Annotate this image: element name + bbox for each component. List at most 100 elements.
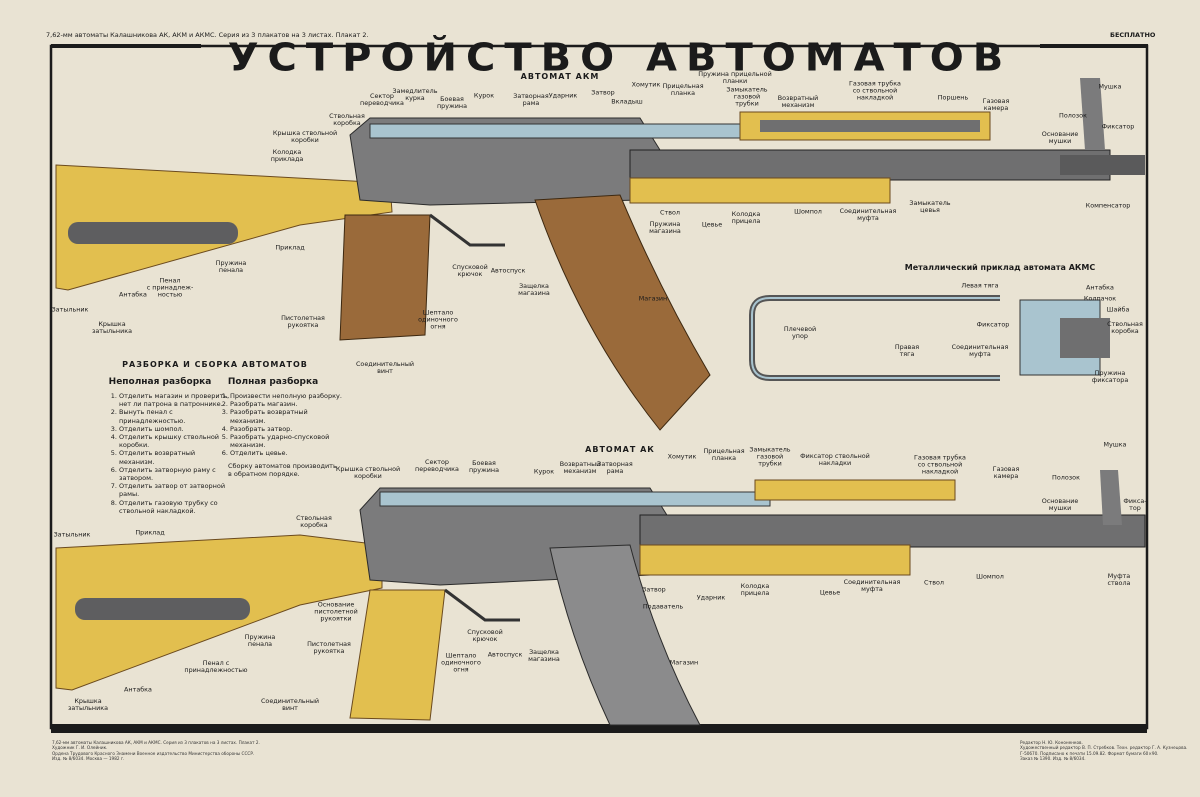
disassembly-step: Разобрать затвор.	[230, 425, 342, 433]
akm-part-label: Прицельная планка	[662, 82, 704, 97]
akm-part-label: Колодка прицела	[731, 210, 761, 225]
akm-return-spring	[369, 123, 771, 139]
ak-part-label: Хомутик	[667, 452, 697, 461]
akm-part-label: Замыкатель газовой трубки	[726, 85, 768, 108]
akm-rifle	[55, 78, 1145, 431]
akm-part-label: Ствольная коробка	[329, 112, 365, 127]
ak-gas-tube	[754, 479, 956, 501]
disassembly-step: Разобрать ударно-спусковой механизм.	[230, 433, 342, 449]
ak-part-label: Боевая пружина	[468, 459, 500, 474]
ak-part-label: Антабка	[124, 685, 152, 694]
ak-part-label: Затыльник	[53, 530, 91, 539]
akm-part-label: Затыльник	[51, 305, 89, 314]
akm-part-label: Соединительная муфта	[839, 207, 897, 222]
akm-part-label: Крышка затыльника	[91, 320, 133, 335]
ak-pistol-grip	[349, 589, 446, 721]
ak-part-label: Соединительная муфта	[843, 578, 901, 593]
disassembly-step: Произвести неполную разборку.	[230, 392, 342, 400]
disassembly-step: Отделить цевье.	[230, 449, 342, 457]
disassembly-step: Разобрать возвратный механизм.	[230, 408, 342, 424]
ak-part-label: Спусковой крючок	[467, 628, 503, 643]
ak-rifle	[55, 470, 1146, 726]
akm-part-label: Спусковой крючок	[452, 263, 488, 278]
ak-part-label: Затворная рама	[597, 460, 633, 475]
akm-part-label: Колодка приклада	[270, 148, 304, 163]
akms-part-label: Фиксатор	[976, 320, 1010, 329]
akm-part-label: Антабка	[119, 290, 147, 299]
akm-part-label: Соединительный винт	[355, 360, 415, 375]
akm-handguard	[629, 177, 891, 204]
ak-part-label: Курок	[533, 467, 555, 476]
akms-part-label: Антабка	[1086, 283, 1114, 292]
ak-part-label: Мушка	[1103, 440, 1127, 449]
ak-part-label: Крышка ствольной коробки	[335, 465, 401, 480]
akm-part-label: Газовая трубка со ствольной накладкой	[849, 79, 901, 102]
ak-part-label: Основание пистолетной рукоятки	[314, 600, 358, 623]
disassembly-step: Отделить магазин и проверить, нет ли пат…	[119, 392, 231, 408]
akms-part-label: Шайба	[1106, 305, 1130, 314]
disassembly-step: Разобрать магазин.	[230, 400, 342, 408]
full-disassembly-steps: Произвести неполную разборку.Разобрать м…	[216, 392, 342, 458]
akms-part-label: Пружина фиксатора	[1091, 369, 1129, 384]
ak-part-label: Соединительный винт	[260, 697, 320, 712]
ak-part-label: Муфта ствола	[1107, 572, 1131, 587]
ak-part-label: Прицельная планка	[703, 447, 745, 462]
akm-part-label: Автоспуск	[490, 266, 526, 275]
akm-part-label: Шомпол	[794, 207, 822, 216]
akm-part-label: Защелка магазина	[518, 282, 550, 297]
akm-trigger-guard	[429, 213, 505, 247]
akm-part-label: Замедлитель курка	[392, 87, 438, 102]
akm-part-label: Основание мушки	[1041, 130, 1079, 145]
akm-part-label: Цевье	[701, 220, 723, 229]
footer-left: 7,62-мм автоматы Калашникова АК, АКМ и А…	[52, 740, 260, 762]
akm-part-label: Мушка	[1098, 82, 1122, 91]
akm-part-label: Крышка ствольной коробки	[272, 129, 338, 144]
ak-part-label: Цевье	[819, 588, 841, 597]
akms-part-label: Правая тяга	[894, 343, 920, 358]
ak-part-label: Сектор переводчика	[415, 458, 459, 473]
ak-part-label: Фиксатор ствольной накладки	[800, 452, 870, 467]
ak-part-label: Крышка затыльника	[67, 697, 109, 712]
ak-part-label: Колодка прицела	[740, 582, 770, 597]
disassembly-step: Отделить газовую трубку со ствольной нак…	[119, 499, 231, 515]
akm-part-label: Хомутик	[631, 80, 661, 89]
ak-part-label: Возвратный механизм	[559, 460, 601, 475]
disassembly-step: Отделить шомпол.	[119, 425, 231, 433]
akms-part-label: Соединительная муфта	[951, 343, 1009, 358]
akms-part-label: Колпачок	[1083, 294, 1117, 303]
akm-oil-bottle	[68, 222, 238, 244]
ak-part-label: Пружина пенала	[244, 633, 276, 648]
ak-part-label: Автоспуск	[487, 650, 523, 659]
ak-part-label: Защелка магазина	[528, 648, 560, 663]
akm-front-sight	[1080, 78, 1105, 150]
akm-part-label: Пружина магазина	[649, 220, 681, 235]
disassembly-step: Вынуть пенал с принадлежностью.	[119, 408, 231, 424]
disassembly-step: Отделить затворную раму с затвором.	[119, 466, 231, 482]
akm-part-label: Возвратный механизм	[777, 94, 819, 109]
price-label: БЕСПЛАТНО	[1110, 31, 1156, 39]
series-note: 7,62-мм автоматы Калашникова АК, АКМ и А…	[46, 31, 369, 39]
akm-part-label: Пенал с принадлеж- ностью	[146, 276, 194, 299]
ak-part-label: Основание мушки	[1041, 497, 1079, 512]
partial-disassembly-title: Неполная разборка	[108, 377, 212, 387]
akm-part-label: Ствол	[660, 208, 680, 217]
akm-pistol-grip	[339, 214, 431, 341]
akms-part-label: Ствольная коробка	[1107, 320, 1143, 335]
akm-part-label: Магазин	[638, 294, 668, 303]
akms-folding-stock	[749, 295, 1110, 381]
ak-part-label: Пистолетная рукоятка	[307, 640, 351, 655]
akm-barrel	[629, 149, 1111, 181]
akm-part-label: Поршень	[937, 93, 969, 102]
akm-part-label: Приклад	[275, 243, 305, 252]
ak-part-label: Магазин	[669, 658, 699, 667]
ak-barrel	[639, 514, 1146, 548]
akms-part-label: Плечевой упор	[783, 325, 817, 340]
ak-magazine	[549, 544, 701, 726]
akm-part-label: Пружина прицельной планки	[698, 70, 772, 85]
akm-part-label: Пружина пенала	[215, 259, 247, 274]
ak-part-label: Ствол	[924, 578, 944, 587]
ak-trigger-guard	[444, 588, 520, 622]
akm-part-label: Замыкатель цевья	[909, 199, 951, 214]
ak-part-label: Шомпол	[976, 572, 1004, 581]
